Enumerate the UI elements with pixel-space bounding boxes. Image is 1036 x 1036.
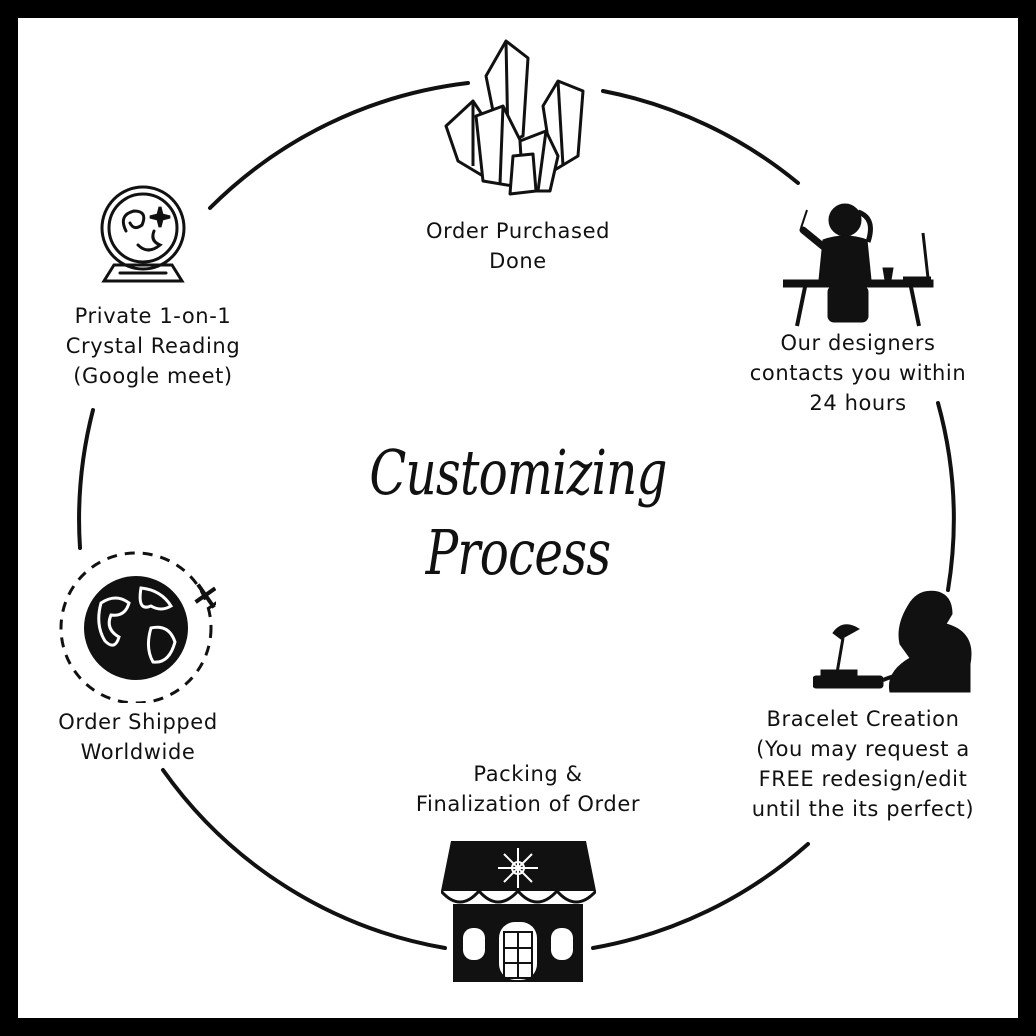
step-5-label: Order Shipped Worldwide — [58, 710, 218, 764]
title-line-1: Customizing — [369, 436, 667, 509]
globe-airplane-icon — [59, 551, 216, 703]
ring-arc-bottom-right — [591, 842, 810, 950]
artisan-working-icon — [813, 590, 972, 693]
ring-arc-top-left — [208, 81, 470, 210]
step-6-label: Private 1-on-1 Crystal Reading (Google m… — [65, 304, 241, 388]
title-line-2: Process — [425, 516, 611, 589]
designer-at-desk-icon — [783, 203, 934, 327]
cycle-ring — [77, 81, 956, 950]
step-4-label: Packing & Finalization of Order — [415, 762, 641, 816]
ring-arc-right — [936, 401, 956, 592]
shop-storefront-icon — [441, 841, 596, 982]
ring-arc-left — [77, 408, 95, 550]
ring-arc-bottom-left — [161, 768, 447, 950]
diagram-canvas: Customizing Process Order Purchased Done — [18, 18, 1018, 1018]
step-2-label: Our designers contacts you within 24 hou… — [749, 331, 967, 415]
ring-arc-top-right — [601, 89, 800, 185]
crystal-cluster-icon — [444, 39, 585, 196]
step-1-label: Order Purchased Done — [425, 219, 611, 273]
diagram-title: Customizing Process — [362, 433, 674, 593]
step-3-label: Bracelet Creation (You may request a FRE… — [751, 707, 975, 821]
crystal-ball-icon — [100, 185, 186, 283]
